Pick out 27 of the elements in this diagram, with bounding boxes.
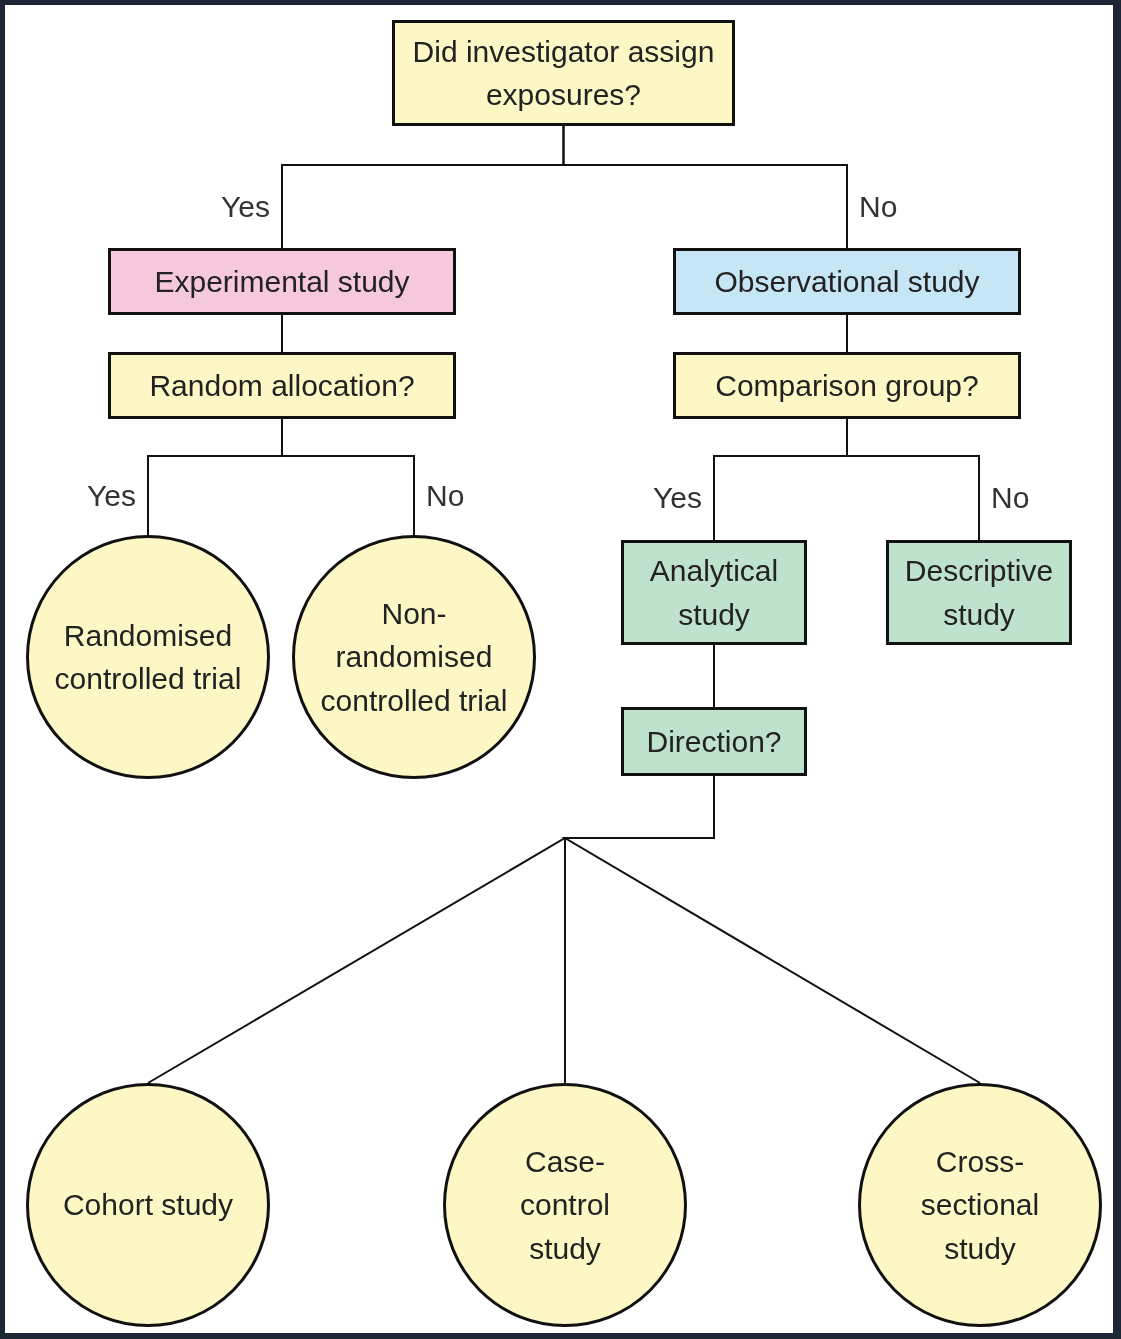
node-label: Direction?	[646, 723, 782, 760]
category-box	[108, 248, 456, 315]
connector-line	[713, 644, 715, 708]
node-label: Experimental study	[154, 263, 410, 300]
node-label: Descriptive study	[903, 553, 1055, 633]
node-label: Observational study	[714, 263, 980, 300]
node-label: Cross-sectional study	[919, 1143, 1041, 1267]
question-box	[621, 707, 807, 776]
connector-line	[846, 314, 848, 353]
node-label: Non-randomised controlled trial	[319, 595, 509, 719]
node-label: Random allocation?	[149, 367, 415, 404]
node-label: Randomised controlled trial	[53, 617, 243, 697]
question-box	[673, 352, 1021, 419]
node-label: Analytical study	[648, 553, 780, 633]
node-label: Case-control study	[518, 1143, 611, 1267]
node-label: Comparison group?	[715, 367, 979, 404]
category-box	[673, 248, 1021, 315]
question-box	[392, 20, 735, 126]
connector-line	[562, 125, 848, 249]
connector-line	[281, 418, 415, 536]
category-box	[886, 540, 1072, 645]
connector-line	[846, 418, 980, 541]
connector-line	[281, 314, 283, 353]
question-box	[108, 352, 456, 419]
node-label: Did investigator assign exposures?	[411, 33, 716, 113]
node-label: Cohort study	[62, 1187, 234, 1224]
category-box	[621, 540, 807, 645]
